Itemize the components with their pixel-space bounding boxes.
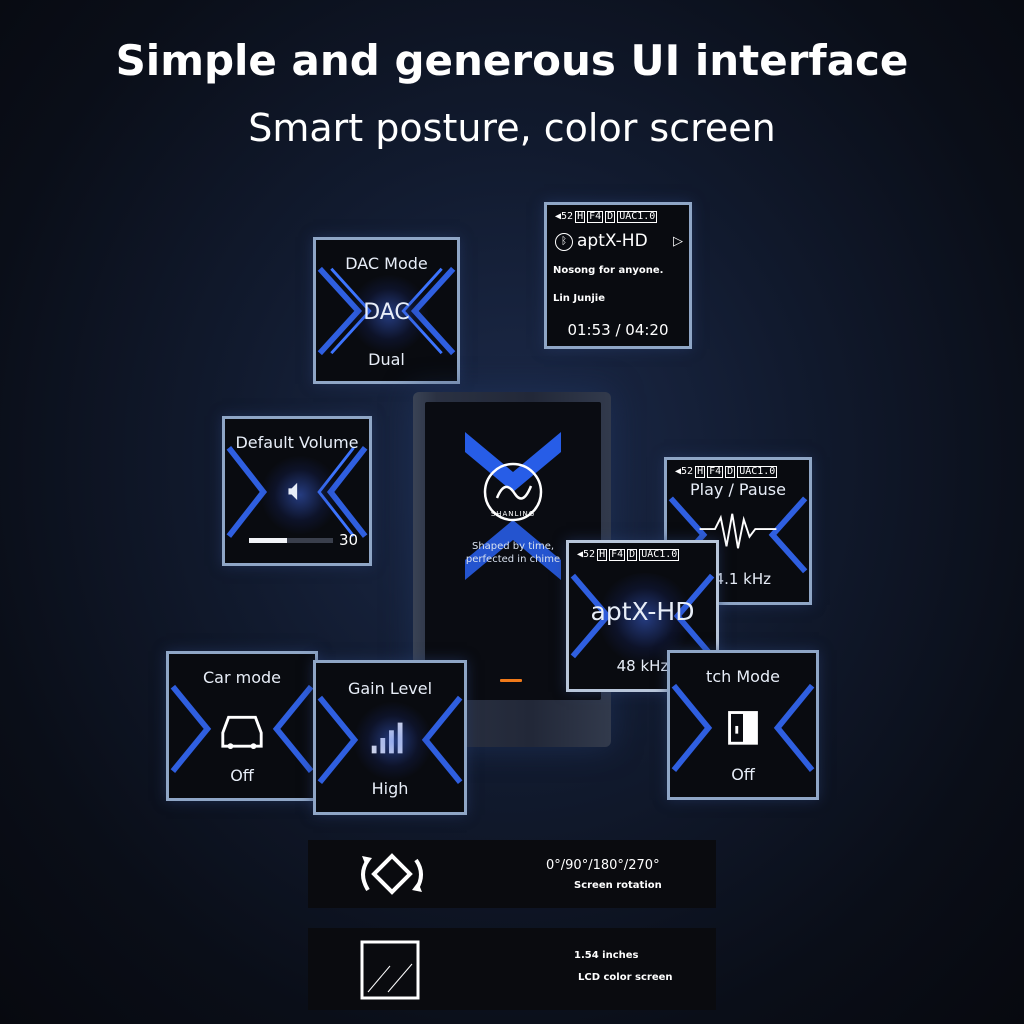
tile-sub: Dual (368, 350, 405, 369)
volume-icon: ◀ (577, 549, 584, 560)
switch-mode-tile: tch Mode Off (667, 650, 819, 800)
status-badge: D (725, 466, 736, 478)
indicator-bar (500, 679, 522, 682)
tile-value: Off (731, 765, 755, 784)
status-badge: F4 (707, 466, 724, 478)
glow (349, 274, 429, 354)
play-icon: ▷ (673, 234, 683, 249)
car-mode-tile: Car mode Off (166, 651, 318, 801)
codec-name: aptX-HD (590, 597, 695, 626)
glow (260, 455, 340, 535)
volume-fill (249, 538, 287, 543)
volume-icon: ◀ (555, 211, 562, 222)
tile-title: DAC Mode (345, 254, 428, 273)
status-badge: D (627, 549, 638, 561)
default-volume-tile: Default Volume 🔈︎ 30 (222, 416, 372, 566)
brand-name: SHANLING (490, 510, 536, 518)
switch-icon (732, 715, 760, 747)
tile-title: tch Mode (706, 667, 780, 686)
status-volume: 52 (561, 211, 574, 222)
artist: Lin Junjie (553, 293, 605, 304)
status-badge: F4 (587, 211, 604, 223)
screen-size: 1.54 inches (574, 950, 639, 961)
status-volume: 52 (583, 549, 596, 560)
status-badge: H (695, 466, 706, 478)
tile-value: Off (230, 766, 254, 785)
tagline-line: perfected in chime (465, 554, 561, 565)
signal-bars-icon (374, 725, 406, 757)
tile-title: Default Volume (235, 433, 359, 452)
status-volume: 52 (681, 466, 694, 477)
device-logo-art (465, 432, 561, 580)
tile-value: High (371, 779, 409, 798)
screen-size-icon (360, 940, 420, 1000)
volume-value: 30 (339, 531, 359, 549)
chevron-pattern-icon (671, 683, 815, 772)
gain-level-tile: Gain Level High (313, 660, 467, 815)
speaker-icon: 🔈︎ (288, 473, 306, 508)
status-badge: H (597, 549, 608, 561)
codec-rate: 48 kHz (616, 657, 669, 675)
status-badge: UAC1.0 (617, 211, 658, 223)
glow (595, 573, 695, 663)
song-title: Nosong for anyone. (553, 265, 664, 276)
tile-title: Car mode (202, 668, 281, 687)
dac-mode-tile: DAC Mode DAC Dual (313, 237, 460, 384)
spec-rotation: 0°/90°/180°/270° Screen rotation (308, 840, 716, 908)
glow (353, 701, 433, 781)
status-badge: F4 (609, 549, 626, 561)
status-badge: H (575, 211, 586, 223)
codec-label: aptX-HD (577, 231, 648, 251)
spec-screen: 1.54 inches LCD color screen (308, 928, 716, 1010)
rotation-values: 0°/90°/180°/270° (546, 858, 660, 873)
device-tagline: Shaped by time, perfected in chime (425, 540, 601, 566)
tile-value: DAC (363, 300, 410, 325)
tile-title: Play / Pause (690, 480, 786, 499)
tile-title: Gain Level (347, 679, 433, 698)
subheadline: Smart posture, color screen (248, 106, 776, 150)
track-time: 01:53 / 04:20 (567, 321, 669, 339)
screen-label: LCD color screen (578, 972, 673, 983)
headline: Simple and generous UI interface (115, 36, 909, 85)
volume-track (249, 538, 333, 543)
status-badge: UAC1.0 (737, 466, 778, 478)
rotation-icon (361, 853, 423, 895)
rotation-label: Screen rotation (574, 880, 662, 891)
tagline-line: Shaped by time, (471, 541, 555, 552)
bluetooth-icon: ᛒ (555, 233, 573, 251)
status-badge: UAC1.0 (639, 549, 680, 561)
sample-rate: 44.1 kHz (704, 570, 771, 588)
chevron-pattern-icon (170, 684, 314, 773)
volume-icon: ◀ (675, 466, 682, 477)
car-icon (225, 720, 265, 752)
status-badge: D (605, 211, 616, 223)
